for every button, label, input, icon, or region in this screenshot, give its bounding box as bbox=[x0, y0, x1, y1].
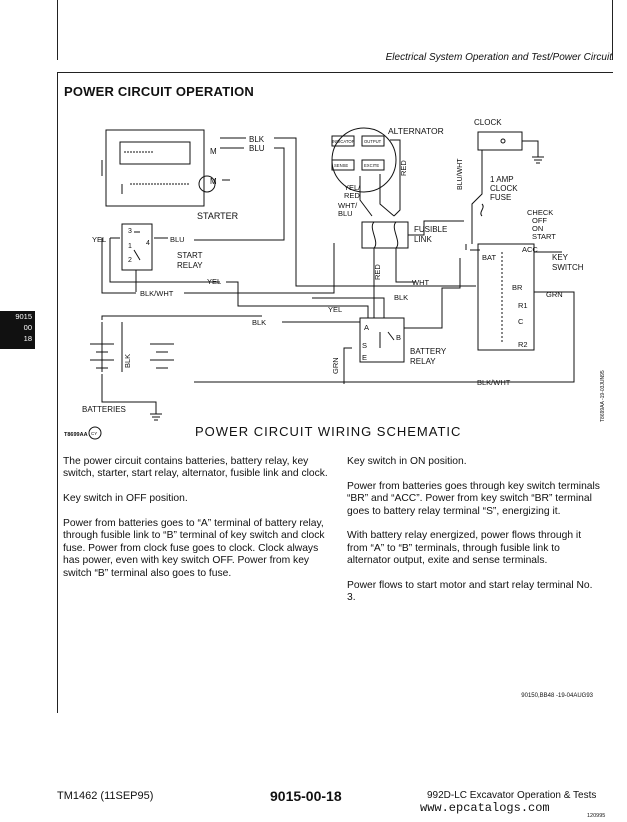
batteries bbox=[90, 315, 262, 421]
cy-mark: CY bbox=[91, 431, 97, 436]
label-starter: STARTER bbox=[197, 211, 239, 221]
label-grn-key: GRN bbox=[546, 290, 563, 299]
paragraph-battery-path: Power from batteries goes to “A” termina… bbox=[63, 518, 325, 579]
label-alternator: ALTERNATOR bbox=[388, 126, 444, 136]
footer-book-title: 992D-LC Excavator Operation & Tests bbox=[427, 790, 597, 801]
footer-page-number: 9015-00-18 bbox=[270, 788, 342, 804]
label-excite: EXCITE bbox=[364, 163, 379, 168]
label-blu-wht-clock: BLU/WHT bbox=[457, 158, 464, 190]
wire-blu-starter bbox=[194, 147, 285, 241]
label-blk-wht-right: BLK/WHT bbox=[477, 378, 511, 387]
alternator bbox=[331, 127, 397, 193]
label-output: OUTPUT bbox=[364, 139, 382, 144]
fusible-link bbox=[361, 221, 409, 249]
paragraph-relay-energized: With battery relay energized, power flow… bbox=[347, 530, 582, 567]
thumb-tab-line-1: 9015 bbox=[15, 312, 32, 321]
label-key: KEY bbox=[552, 253, 569, 262]
label-relay2: RELAY bbox=[410, 357, 436, 366]
section-title: POWER CIRCUIT OPERATION bbox=[64, 84, 254, 99]
label-blu-top: BLU bbox=[249, 144, 265, 153]
label-wht-blu-2: BLU bbox=[338, 209, 353, 218]
footer-code: 120995 bbox=[587, 813, 606, 819]
paragraph-key-on: Key switch in ON position. bbox=[347, 456, 467, 467]
label-clock-fuse-1: CLOCK bbox=[490, 184, 518, 193]
label-yel-mid: YEL bbox=[207, 277, 221, 286]
battery-relay bbox=[359, 317, 405, 363]
schematic-title: POWER CIRCUIT WIRING SCHEMATIC bbox=[195, 424, 461, 439]
label-off: OFF bbox=[532, 216, 547, 225]
label-yel-red-2: RED bbox=[344, 191, 360, 200]
label-on: ON bbox=[532, 224, 543, 233]
paragraph-key-off: Key switch in OFF position. bbox=[63, 493, 188, 505]
label-a: A bbox=[364, 323, 369, 332]
label-acc: ACC bbox=[522, 245, 538, 254]
label-blk-battery: BLK bbox=[252, 318, 266, 327]
label-relay: RELAY bbox=[177, 261, 203, 270]
label-e: E bbox=[362, 353, 367, 362]
wire-blk-starter bbox=[274, 137, 476, 287]
label-start: START bbox=[177, 251, 203, 260]
label-grn-relay: GRN bbox=[331, 357, 340, 374]
label-blk-relay2: BLK bbox=[394, 293, 408, 302]
label-b: B bbox=[396, 333, 401, 342]
paragraph-start-motor: Power flows to start motor and start rel… bbox=[347, 580, 593, 604]
label-relay-3: 3 bbox=[128, 228, 132, 235]
body-column-left: The power circuit contains batteries, ba… bbox=[63, 456, 331, 592]
figure-reference: 90150,BB48 -19-04AUG93 bbox=[521, 693, 593, 699]
schematic-side-code: T8699AA -19-03JUN95 bbox=[600, 370, 606, 422]
label-blk-wht-left: BLK/WHT bbox=[140, 289, 174, 298]
label-yel-red-1: YEL/ bbox=[344, 183, 361, 192]
label-relay-1: 1 bbox=[128, 243, 132, 250]
label-link: LINK bbox=[414, 235, 432, 244]
label-s: S bbox=[362, 341, 367, 350]
label-m-1: M bbox=[210, 147, 217, 156]
label-red-alt: RED bbox=[399, 160, 408, 176]
running-head: Electrical System Operation and Test/Pow… bbox=[385, 52, 612, 63]
footer-url[interactable]: www.epcatalogs.com bbox=[420, 801, 550, 815]
label-blk-batteries: BLK bbox=[123, 354, 132, 368]
right-margin-rule bbox=[612, 0, 613, 60]
label-blk-top: BLK bbox=[249, 135, 265, 144]
label-wht-blu-1: WHT/ bbox=[338, 201, 358, 210]
left-margin-rule bbox=[57, 0, 58, 60]
figure-id: T8699AA bbox=[64, 432, 88, 438]
body-column-right: Key switch in ON position. Power from ba… bbox=[347, 456, 602, 617]
label-battery: BATTERY bbox=[410, 347, 447, 356]
clock bbox=[477, 131, 544, 164]
key-switch bbox=[477, 243, 535, 351]
label-clock-top: CLOCK bbox=[474, 118, 502, 127]
label-br: BR bbox=[512, 283, 523, 292]
label-1-amp: 1 AMP bbox=[490, 175, 514, 184]
thumb-tab-line-3: 18 bbox=[23, 334, 32, 343]
label-yel-relay2: YEL bbox=[328, 305, 342, 314]
label-r1: R1 bbox=[518, 301, 528, 310]
label-red-fuse: RED bbox=[373, 264, 382, 280]
label-relay-2: 2 bbox=[128, 257, 132, 264]
label-relay-4: 4 bbox=[146, 240, 150, 247]
section-frame bbox=[57, 72, 613, 713]
label-sense: SENSE bbox=[334, 163, 348, 168]
label-clock-fuse-2: FUSE bbox=[490, 193, 511, 202]
paragraph-intro: The power circuit contains batteries, ba… bbox=[63, 456, 328, 480]
label-switch: SWITCH bbox=[552, 263, 584, 272]
label-wht-fuse: WHT bbox=[412, 278, 429, 287]
label-r2: R2 bbox=[518, 340, 528, 349]
label-m-2: M bbox=[210, 177, 217, 186]
wiring-schematic: BLK BLU M M STARTER 3 1 2 4 YEL BLU STAR… bbox=[64, 118, 606, 440]
label-bat: BAT bbox=[482, 253, 496, 262]
paragraph-br-acc: Power from batteries goes through key sw… bbox=[347, 480, 600, 517]
label-blu-relay: BLU bbox=[170, 235, 185, 244]
label-check: CHECK bbox=[527, 208, 553, 217]
label-start-key: START bbox=[532, 232, 556, 241]
label-yel-relay: YEL bbox=[92, 235, 106, 244]
footer-doc-id: TM1462 (11SEP95) bbox=[57, 790, 154, 802]
label-indicator: INDICATOR bbox=[332, 139, 355, 144]
thumb-tab: 9015 00 18 bbox=[0, 311, 35, 349]
starter-motor bbox=[101, 129, 216, 207]
label-batteries: BATTERIES bbox=[82, 405, 126, 414]
thumb-tab-line-2: 00 bbox=[23, 323, 32, 332]
label-fusible: FUSIBLE bbox=[414, 225, 447, 234]
label-c: C bbox=[518, 317, 524, 326]
start-relay bbox=[121, 223, 153, 271]
